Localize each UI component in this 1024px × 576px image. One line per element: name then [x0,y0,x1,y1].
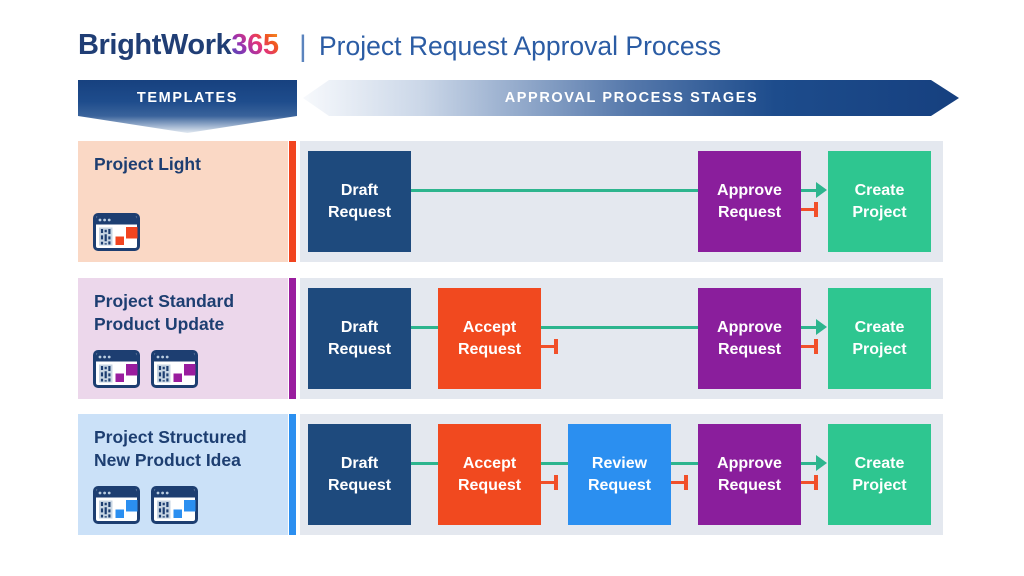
approve-arrow-connector [801,326,816,329]
title-separator: | [299,30,307,63]
step-label-line: Create [854,182,905,199]
flow-connector [541,462,568,465]
arrowhead-icon [816,319,827,335]
template-title-line: Project Light [94,154,201,174]
approve-arrow-connector [801,189,816,192]
step-label-line: Request [717,340,782,358]
project-window-chart-icon [151,486,198,524]
flow-connector [411,462,438,465]
template-icons [93,486,198,524]
step-label-line: Request [457,340,522,358]
step-label-line: Project [852,476,907,494]
reject-stop-bar [684,475,688,490]
template-title: Project Light [94,153,201,176]
templates-banner-label: TEMPLATES [136,90,239,106]
step-label-line: Project [852,340,907,358]
step-label-line: Request [327,476,392,494]
project-window-chart-icon [93,486,140,524]
template-accent-bar [289,141,296,262]
step-label-line: Request [717,203,782,221]
step-label-line: Request [327,203,392,221]
template-card: Project Light [78,141,288,262]
templates-banner: TEMPLATES [78,80,297,116]
reject-stop-line [801,345,814,348]
logo-brand-text: BrightWork [78,29,232,61]
reject-stop-line [801,481,814,484]
step-label-line: Draft [340,319,379,336]
flow-connector [411,189,698,192]
step-label-line: Review [591,455,648,472]
step-label-line: Accept [462,455,517,472]
template-title-line: Project Standard [94,291,235,311]
step-label-line: Approve [717,455,782,472]
reject-stop-bar [814,475,818,490]
stages-banner-label: APPROVAL PROCESS STAGES [504,90,759,106]
flow-connector [541,326,698,329]
reject-stop-line [671,481,684,484]
step-label-line: Project [852,203,907,221]
template-accent-bar [289,414,296,535]
project-window-chart-icon [93,213,140,251]
template-title-line: Project Structured [94,427,247,447]
project-window-chart-icon [93,350,140,388]
flow-connector [411,326,438,329]
templates-banner-pointer [78,116,297,133]
template-icons [93,350,198,388]
step-label-line: Create [854,455,905,472]
step-label-line: Draft [340,182,379,199]
step-label-line: Request [457,476,522,494]
step-label-line: Draft [340,455,379,472]
step-label-line: Request [587,476,652,494]
step-label-line: Accept [462,319,517,336]
reject-stop-bar [554,339,558,354]
template-title-line: Product Update [94,314,225,334]
brightwork-logo: BrightWork365 [78,29,279,62]
reject-stop-bar [554,475,558,490]
page-title: Project Request Approval Process [319,31,722,61]
arrowhead-icon [816,182,827,198]
template-accent-bar [289,278,296,399]
step-label-line: Request [717,476,782,494]
step-label-line: Create [854,319,905,336]
reject-stop-line [801,208,814,211]
approve-arrow-connector [801,462,816,465]
reject-stop-line [541,345,554,348]
reject-stop-bar [814,339,818,354]
logo-365-text: 365 [231,29,279,61]
step-label-line: Approve [717,319,782,336]
template-title-line: New Product Idea [94,450,241,470]
template-icons [93,213,140,251]
step-label-line: Request [327,340,392,358]
project-window-chart-icon [151,350,198,388]
stages-arrow-banner [303,80,959,116]
step-label-line: Approve [717,182,782,199]
flow-connector [671,462,698,465]
reject-stop-bar [814,202,818,217]
arrowhead-icon [816,455,827,471]
reject-stop-line [541,481,554,484]
